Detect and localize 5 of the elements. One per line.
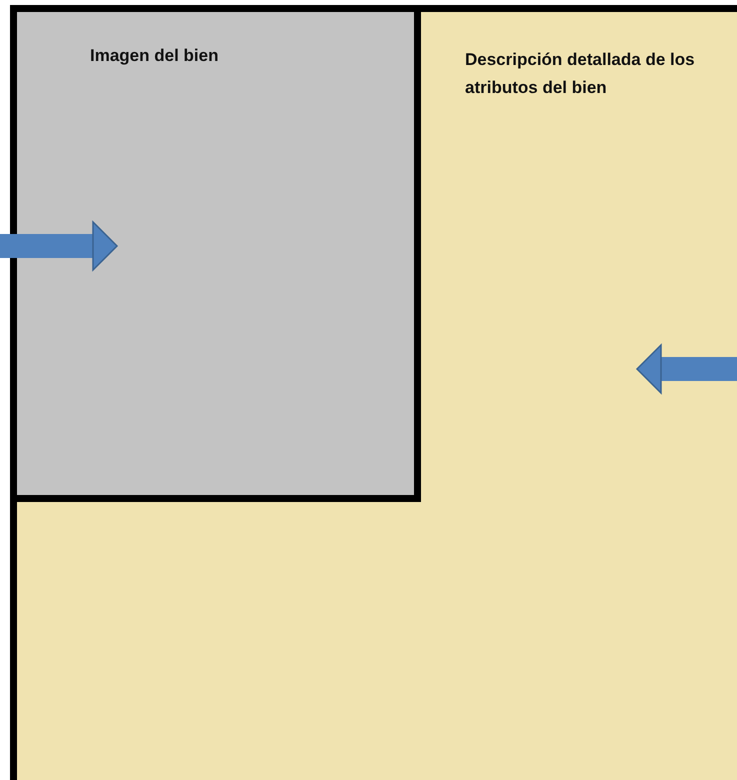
panel-heading: Imagen del bien — [90, 45, 220, 67]
description-panel — [10, 5, 737, 780]
block-arrow — [636, 344, 737, 394]
block-arrow — [0, 221, 118, 271]
panel-heading: Descripción detallada de los atributos del bien — [465, 49, 696, 99]
